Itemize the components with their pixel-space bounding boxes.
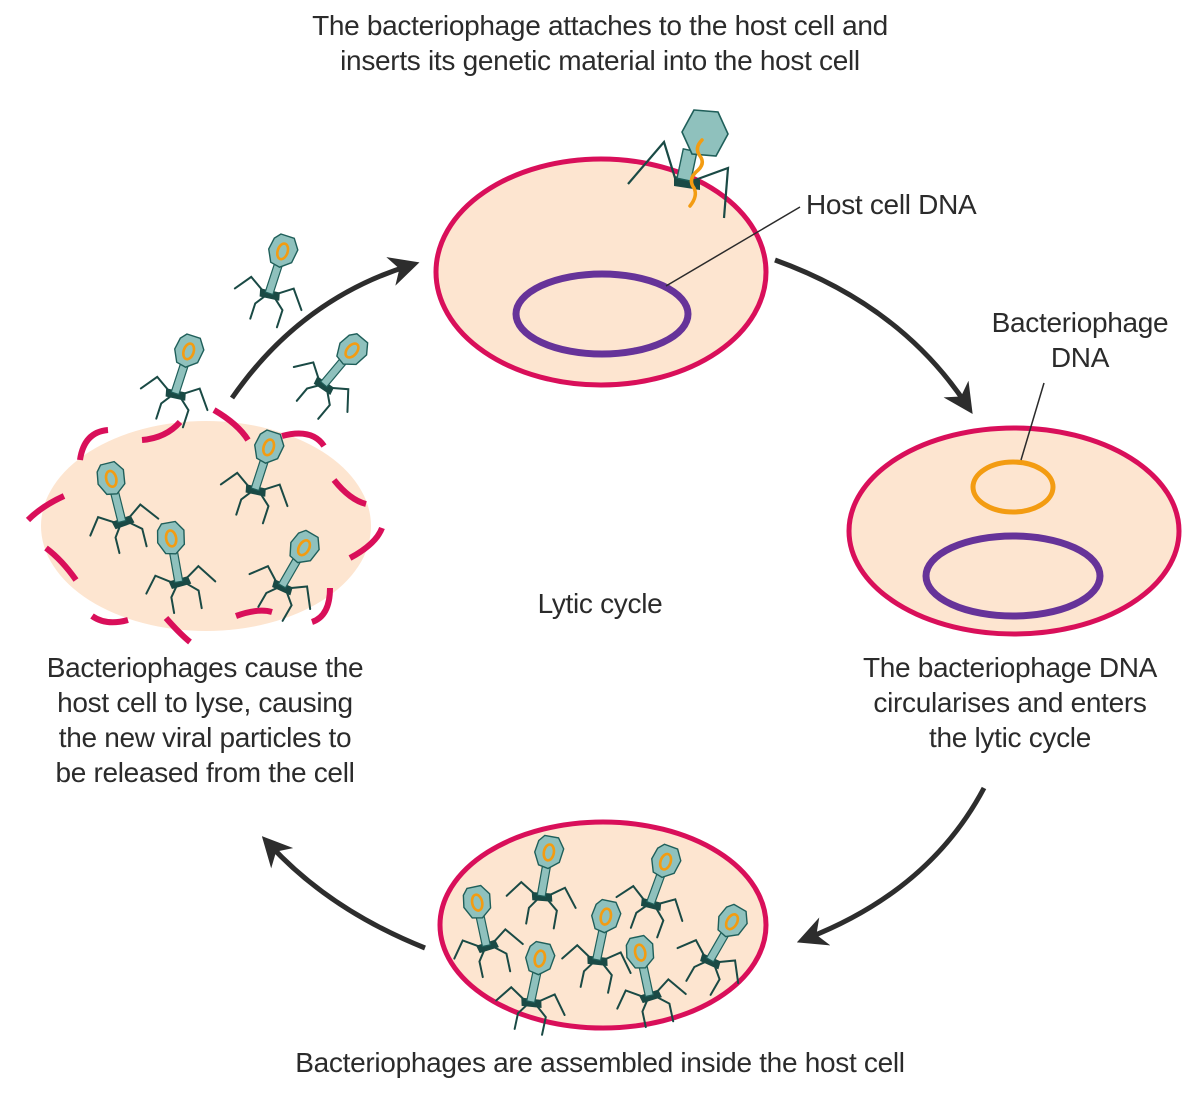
- host-cell-attachment: [433, 109, 801, 388]
- label-line: be released from the cell: [55, 757, 355, 788]
- label-line: The bacteriophage DNA: [862, 652, 1158, 683]
- label-line: Bacteriophage: [991, 307, 1169, 338]
- host-dna-ring: [922, 532, 1104, 620]
- callout-host-cell-dna: Host cell DNA: [806, 189, 977, 220]
- cycle-arrow-attachment-to-circularisation: [774, 257, 973, 414]
- callout-bacteriophage-dna: Bacteriophage DNA: [930, 305, 1200, 375]
- step-label-assembly: Bacteriophages are assembled inside the …: [200, 1045, 1000, 1080]
- label-line: the lytic cycle: [929, 722, 1091, 753]
- label-line: the new viral particles to: [58, 722, 352, 753]
- host-cell-circularisation: [846, 382, 1182, 637]
- host-cell-dna-ring: [512, 270, 692, 358]
- label-line: circularises and enters: [873, 687, 1147, 718]
- step-label-circularisation: The bacteriophage DNA circularises and e…: [820, 650, 1200, 755]
- label-line: The bacteriophage attaches to the host c…: [312, 10, 888, 41]
- label-line: Bacteriophages cause the: [46, 652, 364, 683]
- label-line: host cell to lyse, causing: [57, 687, 353, 718]
- released-phage-icon: [277, 315, 392, 432]
- cycle-arrow-lysis-to-attachment: [229, 257, 420, 400]
- host-cell-lysing: [25, 407, 385, 645]
- released-phage-icon: [132, 324, 230, 435]
- step-label-attachment: The bacteriophage attaches to the host c…: [0, 8, 1200, 78]
- bacteriophage-dna-ring: [970, 459, 1056, 515]
- attaching-bacteriophage-icon: [627, 109, 730, 219]
- label-line: Bacteriophages are assembled inside the …: [295, 1047, 905, 1078]
- cycle-arrow-circularisation-to-assembly: [796, 786, 987, 946]
- host-cell-assembly: [437, 819, 773, 1040]
- ruptured-membrane: [25, 407, 385, 645]
- diagram-title: Lytic cycle: [537, 588, 663, 619]
- bacteriophage-dna-leader-line: [1020, 382, 1045, 461]
- label-line: inserts its genetic material into the ho…: [340, 45, 860, 76]
- label-line: DNA: [1050, 342, 1110, 373]
- cycle-arrow-assembly-to-lysis: [261, 836, 426, 951]
- step-label-lysis: Bacteriophages cause the host cell to ly…: [0, 650, 410, 790]
